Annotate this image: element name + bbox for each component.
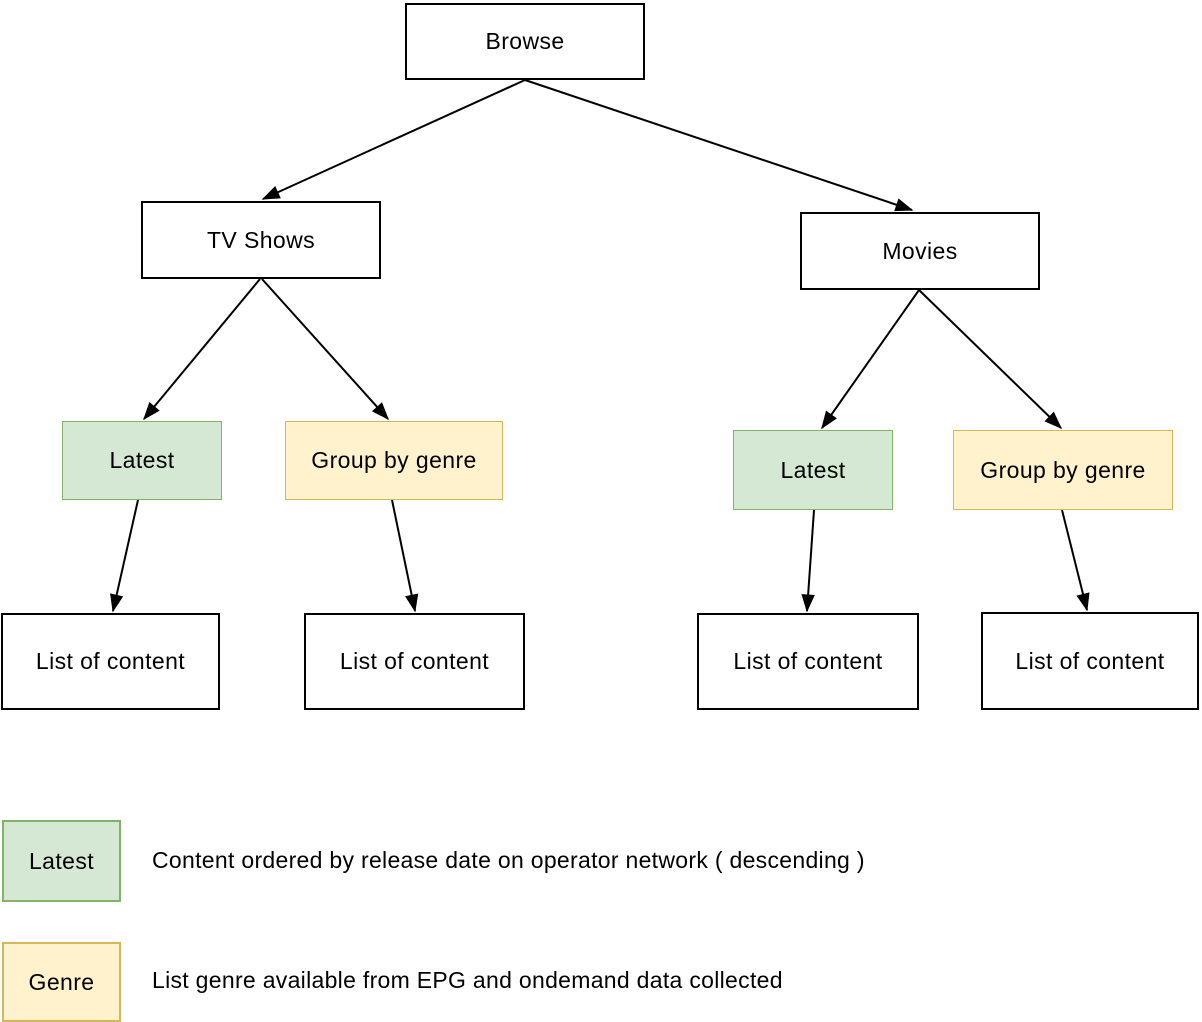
edge-latest-tv-list [110,499,139,613]
node-group-by-genre-tv: Group by genre [285,421,503,500]
legend-swatch-latest: Latest [2,820,121,902]
node-movies: Movies [800,212,1040,290]
node-latest-movies: Latest [733,430,893,510]
edge-genre-movies-list [1061,509,1090,612]
node-list-of-content-movies-latest: List of content [697,613,919,710]
legend-description-latest: Content ordered by release date on opera… [152,847,865,873]
edge-movies-latest [821,289,920,430]
edge-tvshows-latest [143,278,261,421]
edge-browse-tvshows [261,79,526,200]
edge-genre-tv-list [391,499,419,613]
edge-tvshows-genre [261,278,389,421]
edge-browse-movies [524,79,914,212]
node-list-of-content-tv-genre: List of content [304,613,525,710]
legend-swatch-genre: Genre [2,942,121,1022]
edge-latest-movies-list [801,509,815,613]
legend-description-genre: List genre available from EPG and ondema… [152,967,783,993]
node-group-by-genre-movies: Group by genre [953,430,1173,510]
node-list-of-content-tv-latest: List of content [1,613,220,710]
node-tv-shows: TV Shows [141,201,381,279]
node-latest-tv-shows: Latest [62,421,222,500]
node-list-of-content-movies-genre: List of content [981,612,1199,710]
edge-movies-genre [918,289,1063,429]
node-browse: Browse [405,3,645,80]
